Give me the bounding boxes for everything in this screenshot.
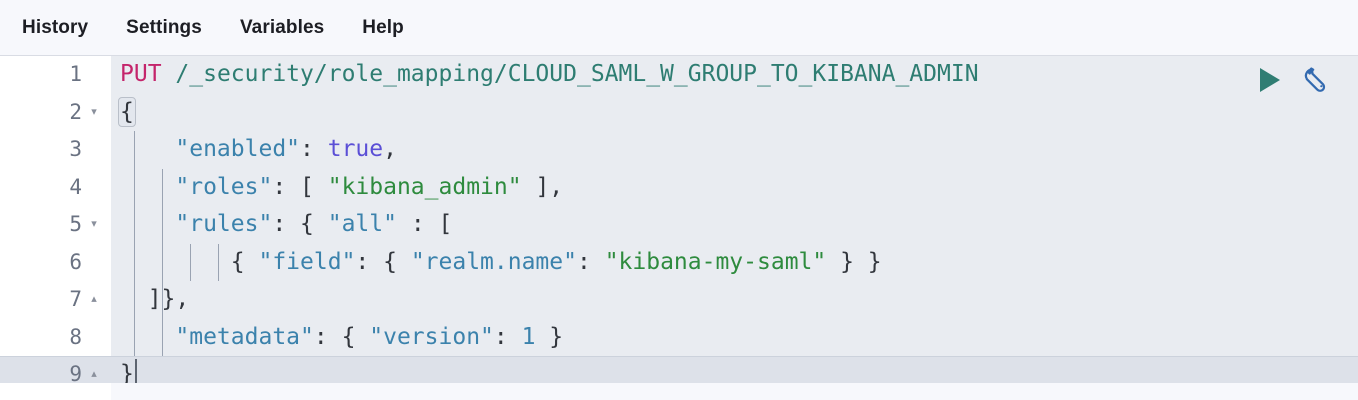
code-cell[interactable]: "rules": { "all" : [ — [111, 206, 1358, 244]
play-icon — [1260, 68, 1280, 92]
menu-item-help[interactable]: Help — [343, 0, 423, 55]
code-line-text: ]}, — [120, 286, 190, 312]
code-cell[interactable]: "metadata": { "version": 1 } — [111, 318, 1358, 356]
code-line-text: { — [111, 94, 136, 132]
line-number: 5 — [69, 212, 82, 237]
json-value-number: 1 — [521, 323, 536, 350]
json-key: "enabled" — [175, 136, 301, 162]
gutter-cell[interactable]: 5 ▾ — [0, 206, 111, 244]
menu-item-variables[interactable]: Variables — [221, 0, 343, 55]
code-cell[interactable]: PUT /_security/role_mapping/CLOUD_SAML_W… — [111, 56, 1358, 94]
json-key: "roles" — [175, 173, 273, 200]
gutter-cell[interactable]: 6 — [0, 243, 111, 281]
fold-arrow-down-icon[interactable]: ▾ — [91, 105, 97, 118]
json-key: "rules" — [175, 211, 273, 237]
menu-item-settings[interactable]: Settings — [107, 0, 221, 55]
gutter-cell[interactable]: 7 ▴ — [0, 281, 111, 319]
code-cell[interactable]: "enabled": true, — [111, 131, 1358, 169]
line-number: 8 — [69, 324, 82, 349]
gutter-cell[interactable]: 3 — [0, 131, 111, 169]
request-editor[interactable]: 1 PUT /_security/role_mapping/CLOUD_SAML… — [0, 55, 1358, 400]
open-documentation-button[interactable] — [1302, 66, 1330, 94]
gutter-cell[interactable]: 8 — [0, 318, 111, 356]
editor-line[interactable]: 2 ▾ { — [0, 93, 1358, 132]
line-number: 7 — [69, 287, 82, 312]
line-number: 1 — [69, 62, 82, 87]
menu-item-history[interactable]: History — [14, 0, 107, 55]
editor-line[interactable]: 5 ▾ "rules": { "all" : [ — [0, 206, 1358, 244]
code-cell[interactable]: "roles": [ "kibana_admin" ], — [111, 168, 1358, 206]
request-url: /_security/role_mapping/CLOUD_SAML_W_GRO… — [175, 61, 979, 87]
json-value-boolean: true — [327, 136, 384, 162]
code-cell[interactable]: ]}, — [111, 281, 1358, 319]
code-cell[interactable]: { — [111, 93, 1358, 132]
code-line-text: PUT /_security/role_mapping/CLOUD_SAML_W… — [111, 56, 979, 94]
text-cursor — [134, 359, 137, 387]
json-key: "field" — [258, 248, 356, 275]
editor-line[interactable]: 1 PUT /_security/role_mapping/CLOUD_SAML… — [0, 56, 1358, 94]
gutter-cell[interactable]: 2 ▾ — [0, 93, 111, 131]
json-value-string: "kibana-my-saml" — [604, 248, 827, 275]
fold-arrow-up-icon[interactable]: ▴ — [91, 293, 97, 306]
line-number: 9 — [69, 362, 82, 387]
code-line-text: "metadata": { "version": 1 } — [175, 323, 564, 350]
wrench-icon — [1304, 67, 1326, 92]
code-cell[interactable]: { "field": { "realm.name": "kibana-my-sa… — [111, 243, 1358, 281]
http-method: PUT — [120, 61, 162, 87]
editor-line[interactable]: 6 { "field": { "realm.name": "kibana-my-… — [0, 243, 1358, 281]
json-key: "metadata" — [175, 323, 314, 350]
gutter-cell[interactable]: 4 — [0, 168, 111, 206]
matching-bracket: { — [118, 96, 136, 127]
code-line-text: "rules": { "all" : [ — [175, 211, 453, 237]
line-number: 3 — [69, 137, 82, 162]
line-number: 4 — [69, 174, 82, 199]
json-key-nested: "all" — [327, 211, 397, 237]
closing-brace: } — [120, 361, 134, 387]
fold-arrow-down-icon[interactable]: ▾ — [91, 218, 97, 231]
code-line-text: "roles": [ "kibana_admin" ], — [175, 173, 564, 200]
gutter-cell[interactable]: 1 — [0, 56, 111, 94]
json-key-nested: "version" — [369, 323, 494, 350]
space — [162, 61, 176, 87]
editor-line[interactable]: 8 "metadata": { "version": 1 } — [0, 318, 1358, 356]
editor-action-buttons — [1260, 66, 1330, 94]
json-value-string: "kibana_admin" — [327, 173, 522, 200]
line-number: 2 — [69, 99, 82, 124]
code-line-text: { "field": { "realm.name": "kibana-my-sa… — [230, 248, 882, 275]
code-line-text: "enabled": true, — [175, 136, 397, 162]
json-key-nested: "realm.name" — [410, 248, 577, 275]
gutter-bottom-filler — [0, 383, 111, 400]
editor-bottom-strip — [0, 383, 1358, 400]
code-line-text: } — [111, 356, 137, 394]
console-menubar: History Settings Variables Help — [0, 0, 1358, 55]
editor-line[interactable]: 3 "enabled": true, — [0, 131, 1358, 169]
line-number: 6 — [69, 249, 82, 274]
editor-line[interactable]: 4 "roles": [ "kibana_admin" ], — [0, 168, 1358, 206]
send-request-button[interactable] — [1260, 68, 1280, 92]
editor-line[interactable]: 7 ▴ ]}, — [0, 281, 1358, 319]
fold-arrow-up-icon[interactable]: ▴ — [91, 368, 97, 381]
editor-line-list: 1 PUT /_security/role_mapping/CLOUD_SAML… — [0, 56, 1358, 394]
